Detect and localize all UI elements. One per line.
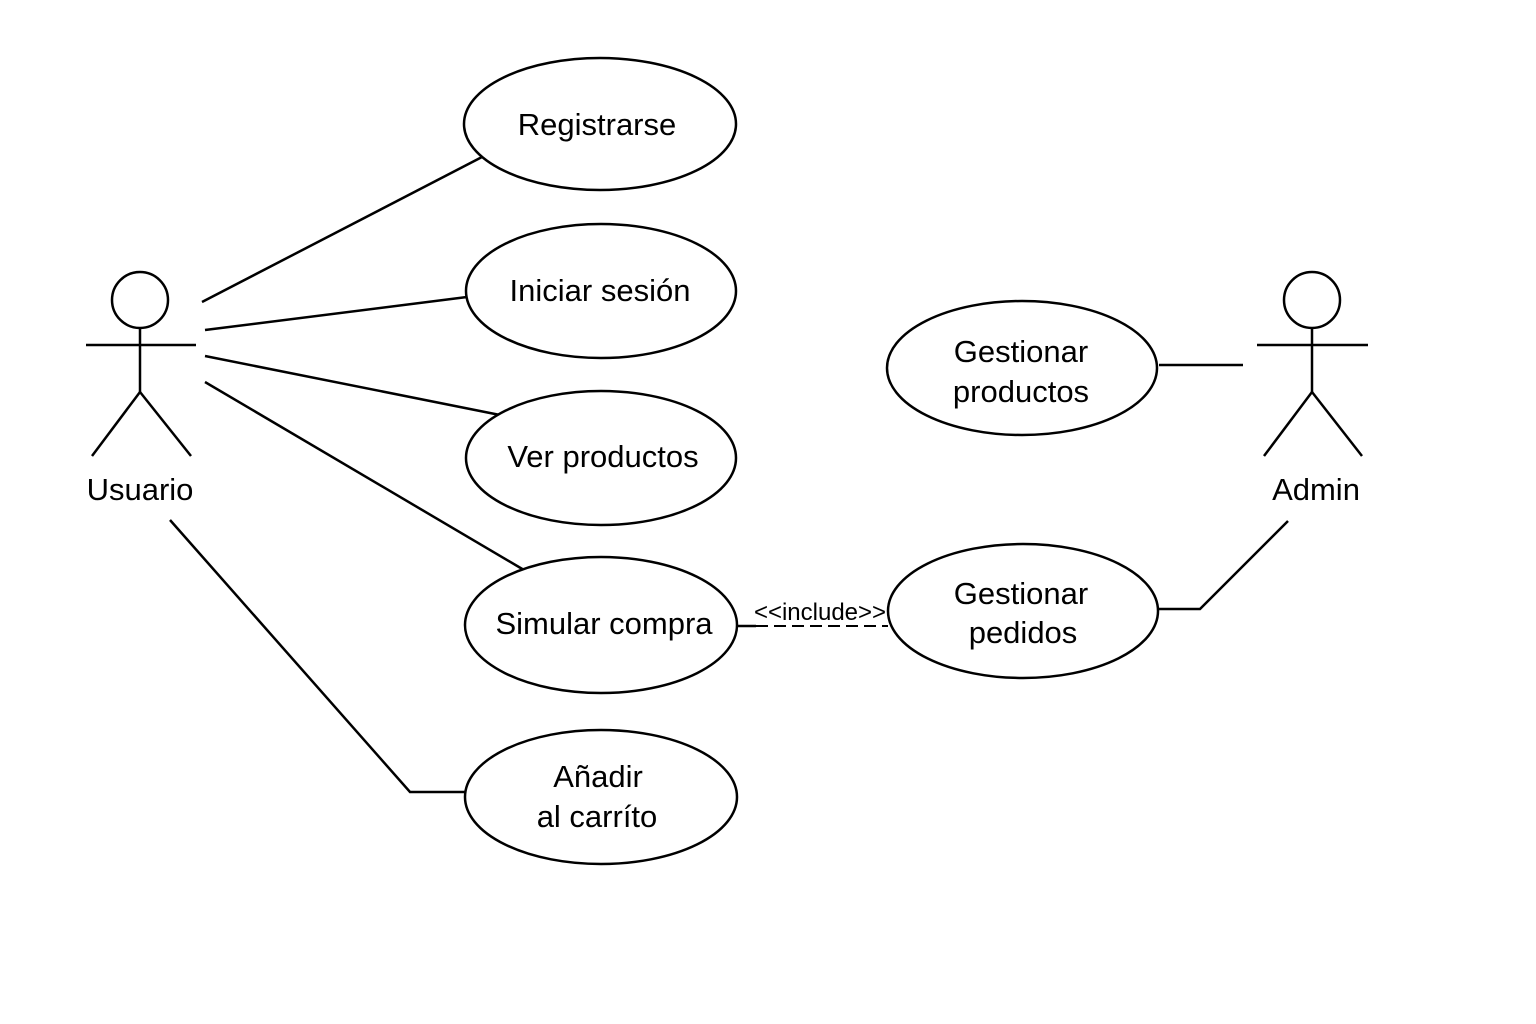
actor-admin-label: Admin: [1272, 472, 1360, 507]
actor-usuario-head: [110, 270, 170, 330]
actor-usuario[interactable]: Usuario: [86, 270, 196, 507]
use-case-anadir-carrito[interactable]: Añadir al carríto: [463, 728, 739, 866]
use-case-gestionar-productos-line-1: Gestionar: [954, 334, 1088, 369]
use-case-registrarse[interactable]: Registrarse: [462, 56, 738, 192]
use-case-gestionar-pedidos-line-1: Gestionar: [954, 576, 1088, 611]
use-case-anadir-carrito-line-2: al carríto: [537, 799, 658, 834]
use-case-iniciar-sesion-label: Iniciar sesión: [510, 273, 691, 308]
use-case-simular-compra-ellipse: [463, 555, 739, 695]
actor-usuario-left-leg: [91, 391, 141, 457]
assoc-admin-gestionar-pedidos: [1159, 520, 1289, 611]
include-label: <<include>>: [754, 599, 886, 626]
use-case-simular-compra-label: Simular compra: [495, 606, 713, 641]
actor-admin-right-leg: [1311, 391, 1363, 457]
actor-admin-left-leg: [1263, 391, 1313, 457]
use-case-gestionar-productos-line-2: productos: [953, 374, 1089, 409]
use-case-anadir-carrito-ellipse: [463, 728, 739, 866]
use-case-anadir-carrito-line-1: Añadir: [553, 759, 643, 794]
assoc-usuario-iniciar-sesion: [204, 295, 468, 332]
actor-usuario-label: Usuario: [87, 472, 194, 507]
use-case-registrarse-ellipse: [462, 56, 738, 192]
include-relation[interactable]: <<include>>: [738, 599, 888, 628]
assoc-usuario-registrarse: [201, 155, 483, 304]
use-case-ver-productos[interactable]: Ver productos: [464, 389, 738, 527]
assoc-usuario-anadir-carrito: [169, 519, 466, 794]
use-case-gestionar-pedidos-ellipse: [886, 542, 1160, 680]
assoc-usuario-simular-compra: [204, 380, 525, 572]
use-case-gestionar-pedidos-line-2: pedidos: [969, 615, 1078, 650]
actor-admin[interactable]: Admin: [1257, 270, 1368, 507]
use-case-registrarse-label: Registrarse: [518, 107, 677, 142]
use-case-gestionar-pedidos[interactable]: Gestionar pedidos: [886, 542, 1160, 680]
actor-usuario-right-leg: [139, 391, 192, 457]
use-case-gestionar-productos-ellipse: [885, 299, 1159, 437]
use-case-ver-productos-ellipse: [464, 389, 738, 527]
use-case-iniciar-sesion-ellipse: [464, 222, 738, 360]
use-case-gestionar-productos[interactable]: Gestionar productos: [885, 299, 1159, 437]
assoc-usuario-ver-productos: [204, 354, 501, 417]
use-case-iniciar-sesion[interactable]: Iniciar sesión: [464, 222, 738, 360]
actor-admin-head: [1282, 270, 1342, 330]
use-case-ver-productos-label: Ver productos: [507, 439, 698, 474]
use-case-simular-compra[interactable]: Simular compra: [463, 555, 739, 695]
